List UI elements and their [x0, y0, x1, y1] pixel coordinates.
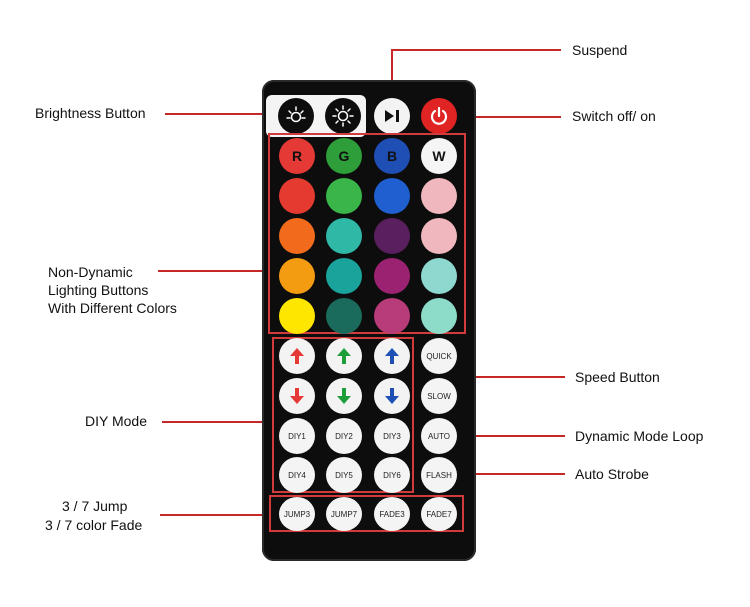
blue-up-button[interactable]: [374, 338, 410, 374]
color-button[interactable]: [326, 218, 362, 254]
color-label-r: R: [291, 148, 303, 164]
color-button[interactable]: [421, 218, 457, 254]
arrow-down-icon: [337, 388, 351, 404]
blue-down-button[interactable]: [374, 378, 410, 414]
color-button[interactable]: [326, 178, 362, 214]
jump-fade-label-2: 3 / 7 color Fade: [45, 517, 143, 533]
brightness-down-button[interactable]: [278, 98, 314, 134]
power-icon: [430, 106, 448, 125]
red-up-button[interactable]: [279, 338, 315, 374]
color-button[interactable]: [326, 298, 362, 334]
color-button[interactable]: [421, 298, 457, 334]
non-dynamic-label-3: With Different Colors: [48, 300, 177, 316]
diy-leader: [162, 421, 272, 423]
color-button[interactable]: [279, 218, 315, 254]
arrow-down-icon: [385, 388, 399, 404]
color-button-white[interactable]: W: [421, 138, 457, 174]
dynamic-loop-leader: [455, 435, 565, 437]
diy4-button[interactable]: DIY4: [279, 457, 315, 493]
color-label-b: B: [386, 148, 398, 164]
suspend-leader: [391, 49, 561, 51]
diy2-button[interactable]: DIY2: [326, 418, 362, 454]
diy-mode-label: DIY Mode: [85, 413, 147, 429]
color-button-green[interactable]: G: [326, 138, 362, 174]
color-button[interactable]: [374, 258, 410, 294]
brightness-down-icon: [286, 106, 306, 123]
non-dynamic-label-1: Non-Dynamic: [48, 264, 133, 280]
dynamic-loop-label: Dynamic Mode Loop: [575, 428, 704, 444]
auto-strobe-leader: [455, 473, 565, 475]
diy3-button[interactable]: DIY3: [374, 418, 410, 454]
color-button[interactable]: [421, 258, 457, 294]
color-button[interactable]: [279, 258, 315, 294]
suspend-label: Suspend: [572, 42, 628, 58]
speed-leader: [447, 376, 565, 378]
color-button[interactable]: [279, 178, 315, 214]
brightness-up-icon: [332, 105, 354, 127]
flash-button[interactable]: FLASH: [421, 457, 457, 493]
power-button[interactable]: [421, 98, 457, 134]
color-button[interactable]: [326, 258, 362, 294]
brightness-up-button[interactable]: [325, 98, 361, 134]
arrow-up-icon: [290, 348, 304, 364]
arrow-down-icon: [290, 388, 304, 404]
jump-fade-leader: [160, 514, 268, 516]
diy6-button[interactable]: DIY6: [374, 457, 410, 493]
speed-label: Speed Button: [575, 369, 660, 385]
color-button[interactable]: [279, 298, 315, 334]
color-button-blue[interactable]: B: [374, 138, 410, 174]
jump-fade-frame: [269, 495, 464, 532]
color-button[interactable]: [374, 178, 410, 214]
switch-leader: [447, 116, 561, 118]
fade3-button[interactable]: FADE3: [374, 497, 410, 531]
arrow-up-icon: [385, 348, 399, 364]
brightness-label: Brightness Button: [35, 105, 146, 121]
non-dynamic-leader: [158, 270, 270, 272]
diy5-button[interactable]: DIY5: [326, 457, 362, 493]
jump7-button[interactable]: JUMP7: [326, 497, 362, 531]
diy1-button[interactable]: DIY1: [279, 418, 315, 454]
slow-button[interactable]: SLOW: [421, 378, 457, 414]
color-label-w: W: [432, 148, 446, 164]
color-grid-frame: [268, 133, 466, 334]
quick-button[interactable]: QUICK: [421, 338, 457, 374]
auto-strobe-label: Auto Strobe: [575, 466, 649, 482]
color-label-g: G: [338, 148, 350, 164]
brightness-leader: [165, 113, 263, 115]
red-down-button[interactable]: [279, 378, 315, 414]
auto-button[interactable]: AUTO: [421, 418, 457, 454]
fade7-button[interactable]: FADE7: [421, 497, 457, 531]
jump3-button[interactable]: JUMP3: [279, 497, 315, 531]
jump-fade-label-1: 3 / 7 Jump: [62, 498, 128, 514]
color-button-red[interactable]: R: [279, 138, 315, 174]
color-button[interactable]: [374, 298, 410, 334]
play-pause-button[interactable]: [374, 98, 410, 134]
color-button[interactable]: [374, 218, 410, 254]
suspend-leader-vertical: [391, 49, 393, 103]
color-button[interactable]: [421, 178, 457, 214]
green-down-button[interactable]: [326, 378, 362, 414]
arrow-up-icon: [337, 348, 351, 364]
green-up-button[interactable]: [326, 338, 362, 374]
play-pause-icon: [385, 110, 399, 122]
switch-label: Switch off/ on: [572, 108, 656, 124]
non-dynamic-label-2: Lighting Buttons: [48, 282, 149, 298]
